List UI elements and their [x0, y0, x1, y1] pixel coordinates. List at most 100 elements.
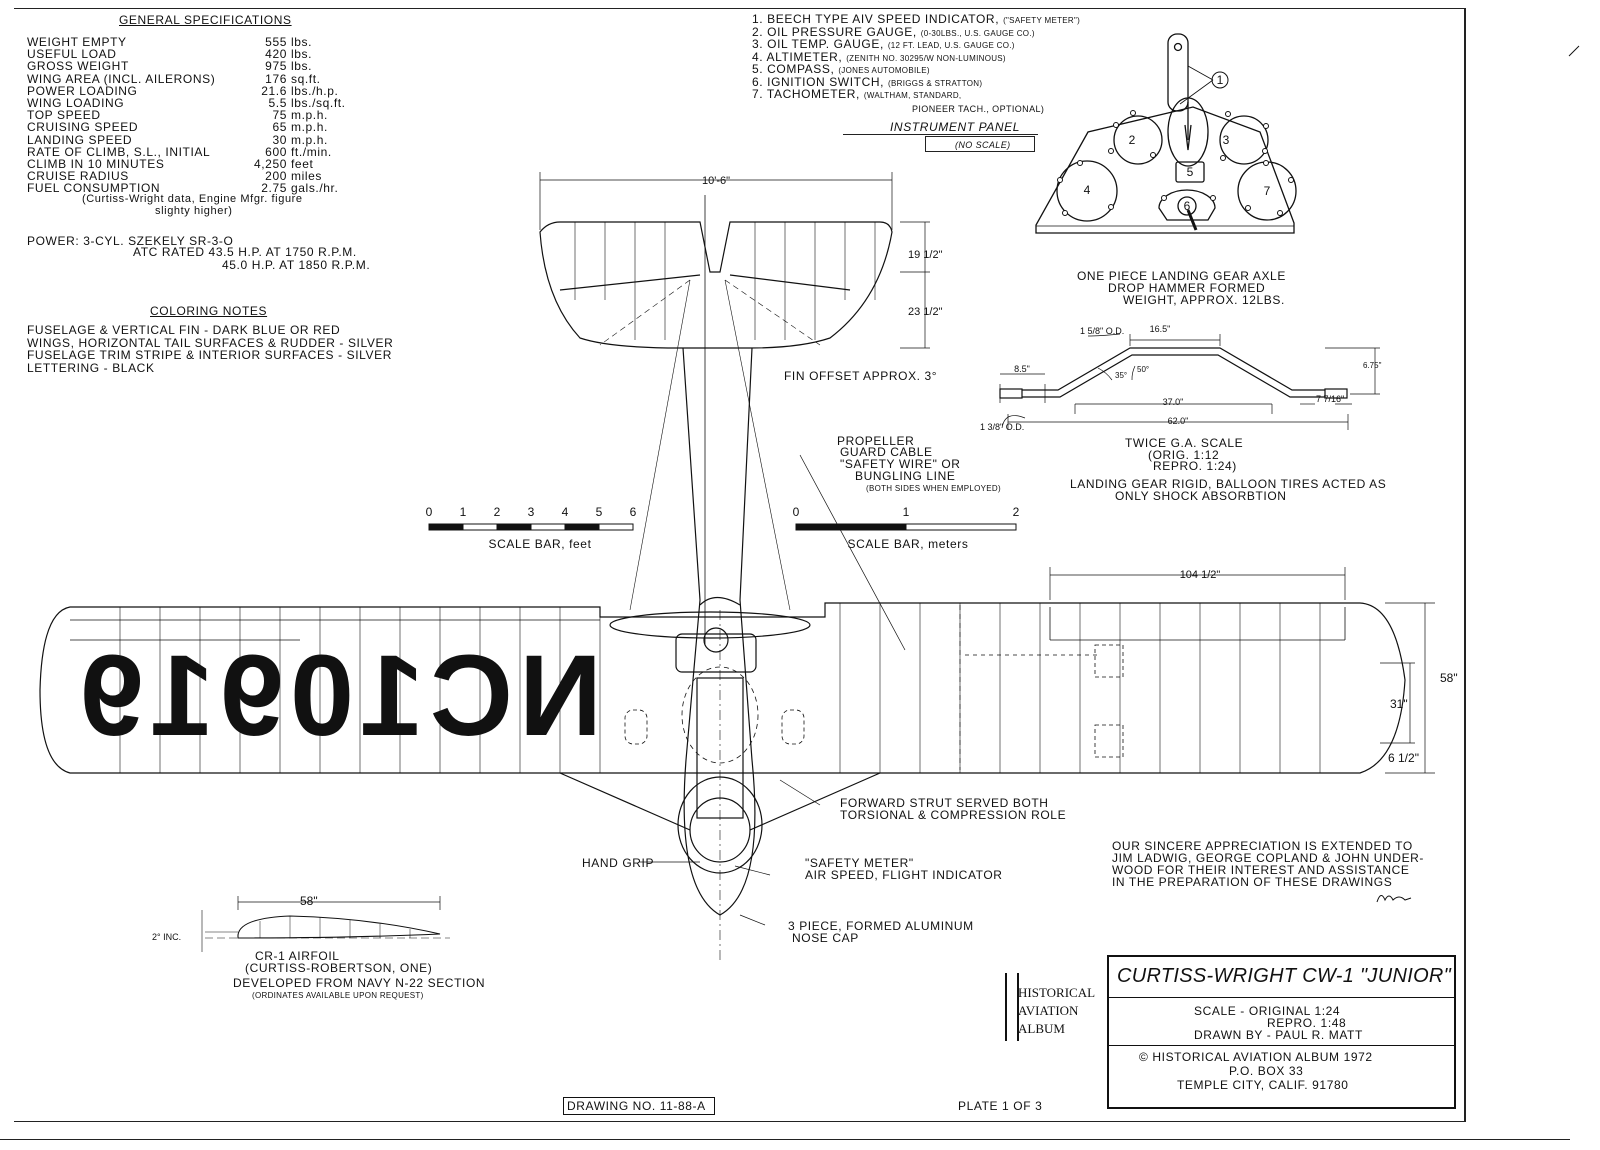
safety-meter-label: "SAFETY METER" [805, 856, 914, 870]
spec-value: 600 [265, 144, 287, 159]
gauge-label-2: 2 [1129, 133, 1136, 147]
spec-label: WING LOADING [27, 96, 125, 110]
power-line-3: 45.0 h.p. AT 1850 r.p.m. [222, 258, 371, 272]
instrument-note: ("SAFETY METER") [1003, 16, 1081, 25]
tail-dim-1: 19 1/2" [908, 249, 943, 261]
appreciation-line: OUR SINCERE APPRECIATION IS EXTENDED TO [1112, 839, 1413, 853]
propeller-note-1: PROPELLER [837, 434, 915, 448]
spec-label: TOP SPEED [27, 108, 101, 123]
axle-end-length: 8.5" [1014, 364, 1030, 374]
axle-stub: 7 7/16" [1316, 394, 1344, 404]
spec-label: LANDING SPEED [27, 132, 133, 147]
spec-unit: sq.ft. [291, 71, 321, 86]
appreciation-line: WOOD FOR THEIR INTEREST AND ASSISTANCE [1112, 863, 1410, 877]
spec-value: 176 [265, 71, 287, 86]
appreciation-line: JIM LADWIG, GEORGE COPLAND & JOHN UNDER- [1112, 851, 1425, 865]
spec-unit: ft./min. [291, 144, 332, 159]
instrument-name: 5. COMPASS, [752, 62, 835, 76]
airfoil-drawing: 58" 2° INC. [152, 894, 450, 952]
scale-feet-tick: 6 [630, 505, 637, 519]
logo-line-1: HISTORICAL [1018, 985, 1096, 1000]
scale-meters-caption: SCALE BAR, meters [848, 537, 969, 551]
spec-unit: lbs. [291, 35, 313, 49]
spec-value: 65 [272, 120, 287, 135]
plate-number: PLATE 1 of 3 [958, 1099, 1043, 1113]
scale-meters-segment [905, 523, 1017, 531]
instrument-item: 1. BEECH Type Aiv SPEED INDICATOR, ("SAF… [752, 13, 1080, 27]
landing-gear-scale-1: TWICE G.A. SCALE [1125, 436, 1244, 450]
logo-line-2: AVIATION [1018, 1003, 1079, 1018]
landing-gear-title-2: DROP HAMMER FORMED [1108, 281, 1266, 295]
strut-note-1: FORWARD STRUT SERVED BOTH [840, 796, 1049, 810]
coloring-line: WINGS, HORIZONTAL TAIL SURFACES & RUDDER… [27, 335, 394, 350]
spec-unit: lbs./sq.ft. [291, 96, 346, 110]
scale-meters-tick: 0 [793, 505, 800, 519]
axle-overall: 62.0" [1168, 416, 1189, 426]
instrument-panel-note: (NO SCALE) [955, 140, 1011, 150]
city-address: TEMPLE CITY, CALIF. 91780 [1177, 1078, 1349, 1092]
scale-feet-tick: 1 [460, 505, 467, 519]
airspeed-label: AIR SPEED, FLIGHT INDICATOR [805, 868, 1003, 882]
landing-gear-scale-2: (ORIG. 1:12 [1148, 448, 1220, 462]
scale-feet-tick: 3 [528, 505, 535, 519]
spec-unit: m.p.h. [291, 132, 328, 147]
landing-gear-title-1: ONE PIECE LANDING GEAR AXLE [1077, 269, 1286, 283]
spec-label: USEFUL LOAD [27, 47, 117, 62]
scale-feet-tick: 4 [562, 505, 569, 519]
spec-label: CRUISING SPEED [27, 120, 139, 135]
instrument-item: 7. TACHOMETER, (WALTHAM, STANDARD, [752, 88, 961, 102]
spec-footnote: (Curtiss-Wright data, Engine Mfgr. figur… [82, 193, 303, 205]
po-box: P.O. BOX 33 [1229, 1064, 1304, 1078]
bottom-rule [0, 1139, 1570, 1140]
airfoil-developed: DEVELOPED FROM NAVY N-22 SECTION [233, 976, 486, 990]
drawing-number: DRAWING No. 11-88-A [567, 1099, 706, 1113]
gauge-label-5: 5 [1187, 165, 1194, 179]
spec-label: GROSS WEIGHT [27, 59, 129, 74]
title-block: CURTISS-WRIGHT CW-1 "JUNIOR" SCALE - ORI… [1107, 955, 1456, 1109]
wing-dim-58: 58" [1440, 671, 1458, 685]
drawing-number-box [563, 1097, 715, 1115]
gauge-label-7: 7 [1264, 184, 1271, 198]
scale-meters-tick: 1 [903, 505, 910, 519]
instrument-note: (WALTHAM, STANDARD, [863, 91, 962, 100]
spec-value: 555 [265, 35, 287, 49]
gauge-label-4: 4 [1084, 183, 1091, 197]
signature-mark [1376, 895, 1412, 903]
hand-grip-label: HAND GRIP [582, 856, 655, 870]
instrument-name: 6. IGNITION SWITCH, [752, 74, 885, 89]
airfoil-title: CR-1 AIRFOIL [255, 949, 340, 963]
scale-feet-segment [428, 523, 464, 531]
wing-dim-6: 6 1/2" [1388, 751, 1419, 765]
propeller-note-3: "SAFETY WIRE" OR [840, 457, 961, 471]
scale-feet-tick: 2 [494, 505, 501, 519]
instrument-list: 1. BEECH Type Aiv SPEED INDICATOR, ("SAF… [752, 13, 1092, 117]
spec-unit: miles [291, 169, 323, 184]
logo-h-icon [1005, 973, 1019, 1041]
landing-gear-axle-drawing: 1 5/8" O.D. 16.5" 8.5" 35° 50° 6.75" 37.… [980, 324, 1382, 432]
copyright: © HISTORICAL AVIATION ALBUM 1972 [1139, 1050, 1373, 1064]
scale-repro: REPRO. 1:48 [1267, 1016, 1347, 1030]
airfoil-ordinates: (ORDINATES AVAILABLE UPON REQUEST) [252, 991, 424, 1000]
instrument-note: (ZENITH No. 30295/w NON-LUMINOUS) [846, 53, 1006, 63]
instrument-item: 5. COMPASS, (JONES AUTOMOBILE) [752, 63, 930, 77]
title-divider [1109, 997, 1454, 998]
axle-top-length: 16.5" [1150, 324, 1171, 334]
nose-cap-note-1: 3 PIECE, FORMED ALUMINUM [788, 919, 974, 933]
coloring-heading: COLORING NOTES [150, 304, 268, 318]
spec-value: 21.6 [261, 83, 287, 98]
panel-title-rule [843, 134, 1038, 135]
landing-gear-title-3: WEIGHT, APPROX. 12lbs. [1123, 293, 1285, 307]
scale-feet-tick: 5 [596, 505, 603, 519]
spec-value: 200 [265, 169, 287, 184]
landing-gear-note-1: LANDING GEAR RIGID, BALLOON TIRES ACTED … [1070, 477, 1387, 491]
axle-mid-length: 37.0" [1163, 397, 1184, 407]
spec-value: 2.75 [261, 181, 287, 196]
